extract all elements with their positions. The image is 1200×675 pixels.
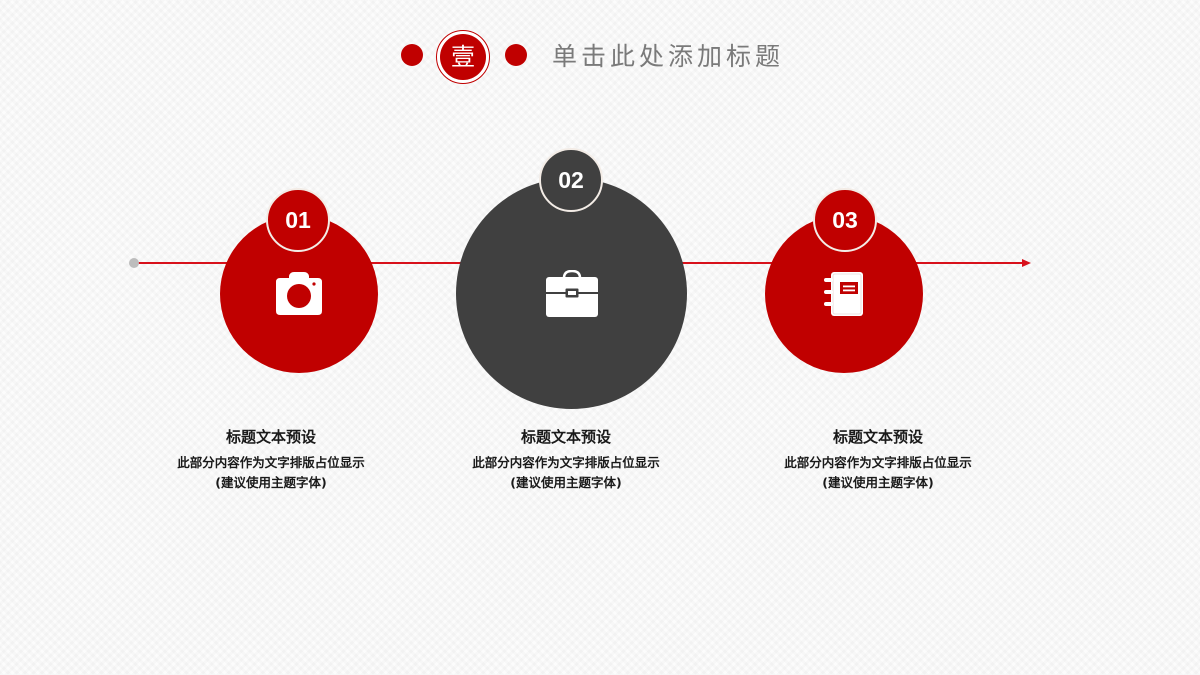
header-left-dot <box>401 44 423 66</box>
step-3-text: 标题文本预设 此部分内容作为文字排版占位显示 (建议使用主题字体) <box>728 427 1028 493</box>
step-1-number-badge: 01 <box>266 188 330 252</box>
briefcase-icon <box>545 269 599 318</box>
step-2-body-line1[interactable]: 此部分内容作为文字排版占位显示 <box>472 455 660 470</box>
step-1-text: 标题文本预设 此部分内容作为文字排版占位显示 (建议使用主题字体) <box>121 427 421 493</box>
section-number-badge: 壹 <box>436 30 490 84</box>
notebook-icon <box>823 271 865 317</box>
page-title[interactable]: 单击此处添加标题 <box>552 42 785 71</box>
step-2-title[interactable]: 标题文本预设 <box>520 428 611 446</box>
step-2-text: 标题文本预设 此部分内容作为文字排版占位显示 (建议使用主题字体) <box>416 427 716 493</box>
header-right-dot <box>505 44 527 66</box>
step-3-number-badge: 03 <box>813 188 877 252</box>
camera-icon <box>275 272 323 316</box>
step-1-circle <box>220 215 378 373</box>
step-3-title[interactable]: 标题文本预设 <box>832 428 923 446</box>
step-2-body-line2[interactable]: (建议使用主题字体) <box>510 475 622 490</box>
step-1-body-line1[interactable]: 此部分内容作为文字排版占位显示 <box>177 455 365 470</box>
step-1-title[interactable]: 标题文本预设 <box>225 428 316 446</box>
timeline-arrow-icon <box>1022 259 1031 267</box>
step-2-circle <box>456 178 687 409</box>
section-number-char: 壹 <box>440 34 486 80</box>
step-1-body-line2[interactable]: (建议使用主题字体) <box>215 475 327 490</box>
step-3-body-line1[interactable]: 此部分内容作为文字排版占位显示 <box>784 455 972 470</box>
step-2-number-badge: 02 <box>539 148 603 212</box>
step-3-body-line2[interactable]: (建议使用主题字体) <box>822 475 934 490</box>
timeline-start-dot <box>129 258 139 268</box>
